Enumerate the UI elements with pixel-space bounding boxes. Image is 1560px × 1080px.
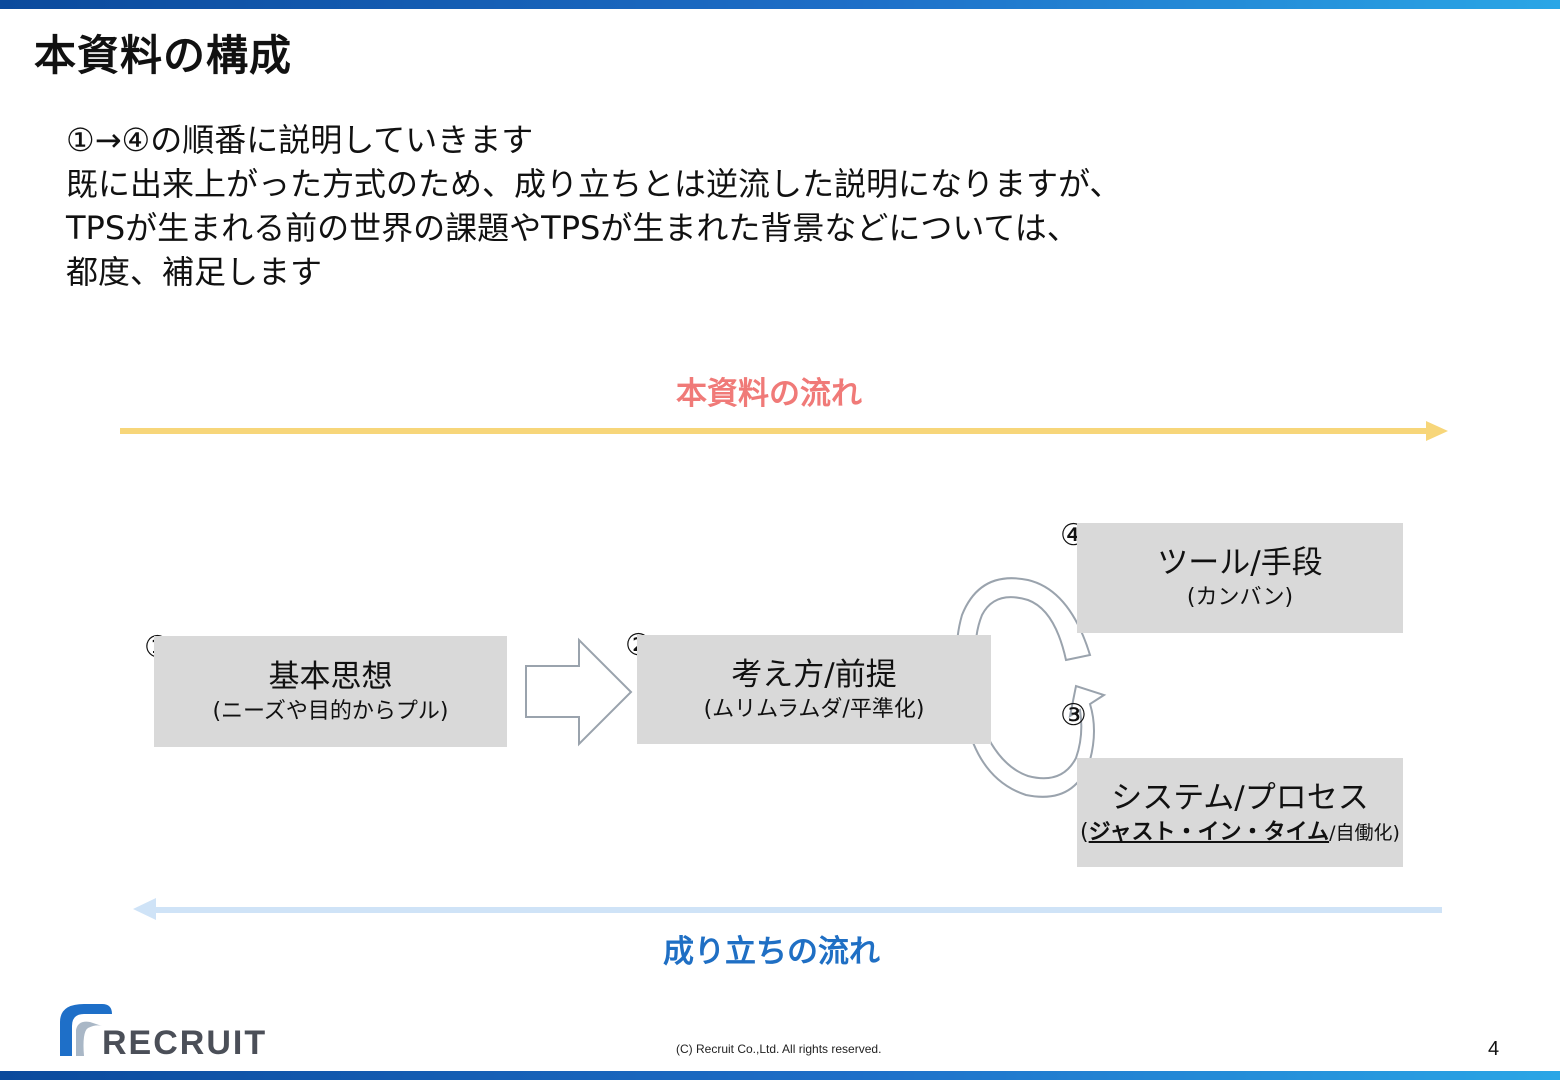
box-system-process: システム/プロセス (ジャスト・イン・タイム/自働化) (1077, 758, 1403, 867)
box-title: 考え方/前提 (731, 656, 897, 693)
box-subtitle-open: ( (1080, 819, 1089, 845)
box-tools-means: ツール/手段 (カンバン) (1077, 523, 1403, 633)
recruit-logo-mark-icon (60, 1004, 112, 1056)
origin-flow-arrow (133, 898, 1442, 920)
box-thinking-premise: 考え方/前提 (ムリムラムダ/平準化) (637, 635, 991, 744)
cycle-arrow-lower-icon (964, 684, 1107, 798)
box-subtitle: (ムリムラムダ/平準化) (703, 696, 925, 722)
box-title: システム/プロセス (1111, 779, 1369, 816)
step-number-3: ③ (1060, 698, 1087, 733)
origin-flow-label: 成り立ちの流れ (663, 934, 880, 970)
box-subtitle-rest: /自働化) (1329, 821, 1400, 844)
bottom-accent-bar (0, 1071, 1560, 1080)
top-accent-bar (0, 0, 1560, 9)
copyright-notice: (C) Recruit Co.,Ltd. All rights reserved… (676, 1042, 882, 1056)
box-subtitle-emphasis: ジャスト・イン・タイム (1088, 819, 1330, 845)
intro-line: 既に出来上がった方式のため、成り立ちとは逆流した説明になりますが、 (66, 165, 1122, 203)
intro-line: TPSが生まれる前の世界の課題やTPSが生まれた背景などについては、 (66, 209, 1079, 247)
document-flow-arrow (120, 421, 1448, 441)
box-basic-philosophy: 基本思想 (ニーズや目的からプル) (154, 636, 507, 747)
block-arrow-right-icon (525, 637, 633, 747)
box-subtitle: (ニーズや目的からプル) (212, 698, 449, 724)
page-title: 本資料の構成 (34, 31, 293, 80)
box-subtitle: (カンバン) (1186, 585, 1294, 610)
intro-text: ①→④の順番に説明していきます 既に出来上がった方式のため、成り立ちとは逆流した… (66, 118, 1506, 294)
box-title: 基本思想 (268, 658, 393, 695)
document-flow-label: 本資料の流れ (676, 376, 862, 412)
logo-wordmark: RECRUIT (102, 1024, 268, 1062)
intro-line: ①→④の順番に説明していきます (66, 121, 534, 159)
recruit-logo: RECRUIT (56, 1000, 296, 1062)
box-title: ツール/手段 (1157, 545, 1323, 581)
intro-line: 都度、補足します (66, 253, 323, 291)
box-subtitle: (ジャスト・イン・タイム/自働化) (1080, 818, 1400, 848)
page-number: 4 (1488, 1038, 1500, 1060)
